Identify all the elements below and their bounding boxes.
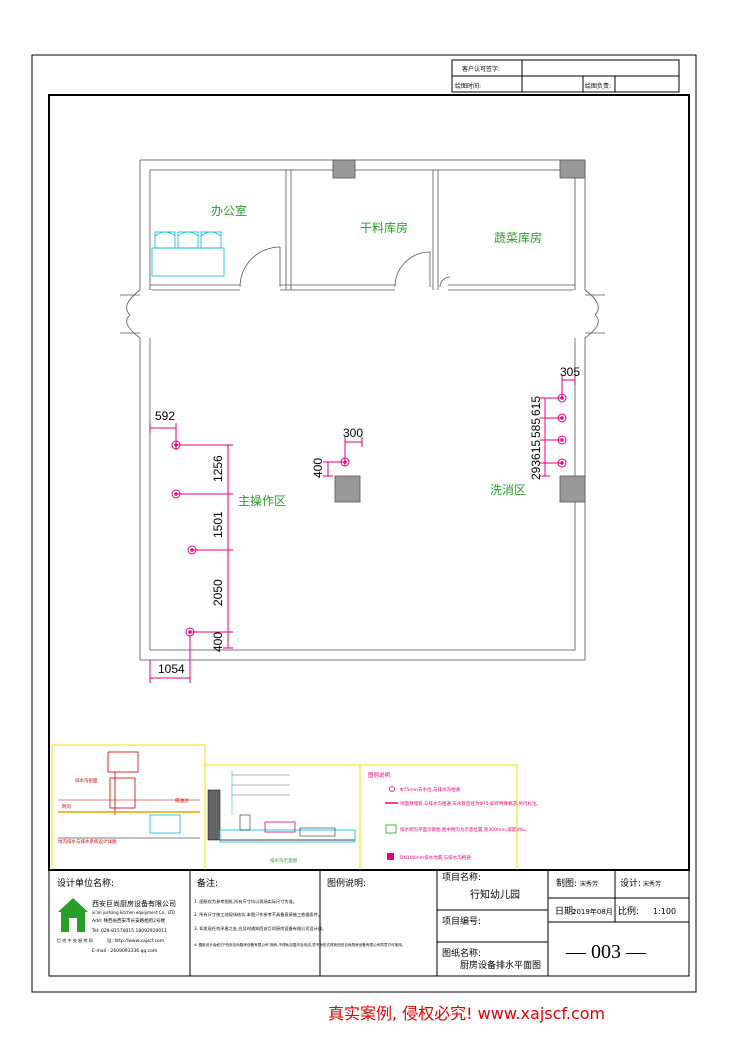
drain-layout	[149, 375, 576, 683]
room-office-label: 办公室	[211, 203, 247, 218]
sheet-number: — 003 —	[565, 941, 647, 963]
company-web: 址: http://www.xajscf.com	[107, 937, 164, 944]
project-name: 行知幼儿园	[470, 888, 520, 901]
legend-item-4: DN100mm排水地漏,与排水沟相通	[400, 854, 471, 861]
detail1-caption: 地沟排水与排水系统设计详图	[58, 838, 117, 845]
legend-title: 图例说明:	[368, 771, 392, 779]
floor-plan	[120, 159, 605, 661]
dim-300: 300	[343, 426, 363, 440]
outer-frame	[31, 54, 697, 993]
made-by-label: 制图:	[556, 877, 577, 889]
company-email: E-mail : 2609093336.qq.com	[92, 948, 157, 954]
note-4: 4. 图纸设计版权归"西安巨尚厨房设备有限公司"拥有,不得私自复印及传送,须书面…	[194, 942, 405, 947]
room-dry-store-label: 干料库房	[360, 220, 408, 235]
legend-item-1: Φ75mm去水位,与排水沟相通	[400, 786, 460, 793]
inner-frame	[48, 94, 690, 871]
note-3: 3. 如发现任何矛盾之处,应及时通知西安巨尚厨房设备有限公司设计部。	[194, 925, 326, 932]
sign-table: 客户认可签字: 绘图时间: 绘图负责:	[451, 59, 680, 93]
dim-1501: 1501	[211, 511, 225, 538]
legend-channel-icon	[385, 824, 397, 834]
dim-2050: 2050	[211, 579, 225, 606]
draw-by-label: 绘图负责:	[585, 82, 611, 90]
date-label: 日期:	[555, 906, 576, 917]
dim-615-a: 615	[529, 396, 543, 416]
design-unit-label: 设计单位名称:	[57, 877, 114, 889]
company-address: Add: 陕西省西安市长安路相府2号楼	[92, 917, 166, 924]
company-tel: Tel: 029-81570015 18092920011	[91, 928, 167, 934]
drawing-name: 厨房设备排水平面图	[460, 959, 541, 971]
legend-label: 图例说明:	[327, 877, 366, 889]
dim-1256: 1256	[211, 455, 225, 482]
design-by-label: 设计:	[620, 877, 641, 889]
dim-400-a: 400	[211, 632, 225, 652]
dim-293615: 293615	[529, 440, 543, 480]
dim-592: 592	[155, 409, 175, 423]
notes-label: 备注:	[197, 877, 218, 889]
detail1-label-b: 明沟	[62, 803, 71, 810]
make-time-label: 绘图时间:	[455, 82, 481, 90]
legend-floor-drain-icon	[387, 853, 394, 860]
design-by: 宋秀芳	[643, 880, 661, 888]
dim-1054: 1054	[158, 662, 185, 676]
room-veg-store-label: 蔬菜库房	[494, 230, 542, 245]
detail1-label-c: 隔油池	[175, 797, 189, 804]
company-name-en: xi'an jushang kitchen equipment Co., LTD	[92, 910, 175, 915]
copyright-footer: 真实案例, 侵权必究! www.xajscf.com	[328, 1004, 606, 1023]
legend-drain-icon	[389, 786, 395, 792]
detail1-label-a: 排水沟剖面	[75, 777, 98, 784]
note-2: 2. 所有尺寸按工地现场核实,本图只作参考不具备直接施工依据条件。	[194, 911, 322, 918]
project-no-label: 项目编号:	[442, 915, 481, 927]
scale-label: 比例:	[618, 905, 639, 917]
dim-400-b: 400	[311, 458, 325, 478]
title-block	[48, 869, 690, 977]
date-value: 2019年08月	[572, 907, 613, 916]
dim-305: 305	[560, 365, 580, 379]
room-wash-zone-label: 洗消区	[490, 483, 526, 497]
company-logo	[58, 898, 88, 932]
legend-item-3: 排水明沟平面示意图,图中明沟为示意位置,宽300mm,坡度3‰。	[400, 826, 530, 833]
scale-value: 1:100	[653, 907, 676, 916]
legend-panel: 图例说明: Φ75mm去水位,与排水沟相通 地面预埋管,与排水沟相通,去水管直径…	[359, 764, 541, 871]
client-sign-label: 客户认可签字:	[462, 65, 500, 73]
note-1: 1. 图纸仅为参考图纸,所有尺寸均以现场实际尺寸为准。	[194, 898, 297, 905]
room-main-zone-label: 主操作区	[238, 493, 286, 508]
detail-panel-1: 排水沟剖面 明沟 隔油池 地沟排水与排水系统设计详图	[51, 744, 206, 871]
legend-item-2: 地面预埋管,与排水沟相通,去水管直径为Φ75,如有特殊要求,另行标注。	[400, 800, 541, 807]
company-name-cn: 西安巨尚厨房设备有限公司	[92, 899, 176, 908]
dim-585: 585	[529, 418, 543, 438]
project-name-label: 项目名称:	[442, 871, 481, 883]
logo-caption: 巨 尚 中 央 厨 房 网	[57, 937, 93, 943]
office-desk	[151, 231, 225, 277]
made-by: 宋秀芳	[580, 880, 598, 888]
drawing-name-label: 图纸名称:	[442, 947, 481, 959]
detail2-caption: 排水沟示意图	[270, 857, 297, 864]
detail-panel-2: 排水沟示意图	[204, 764, 361, 871]
